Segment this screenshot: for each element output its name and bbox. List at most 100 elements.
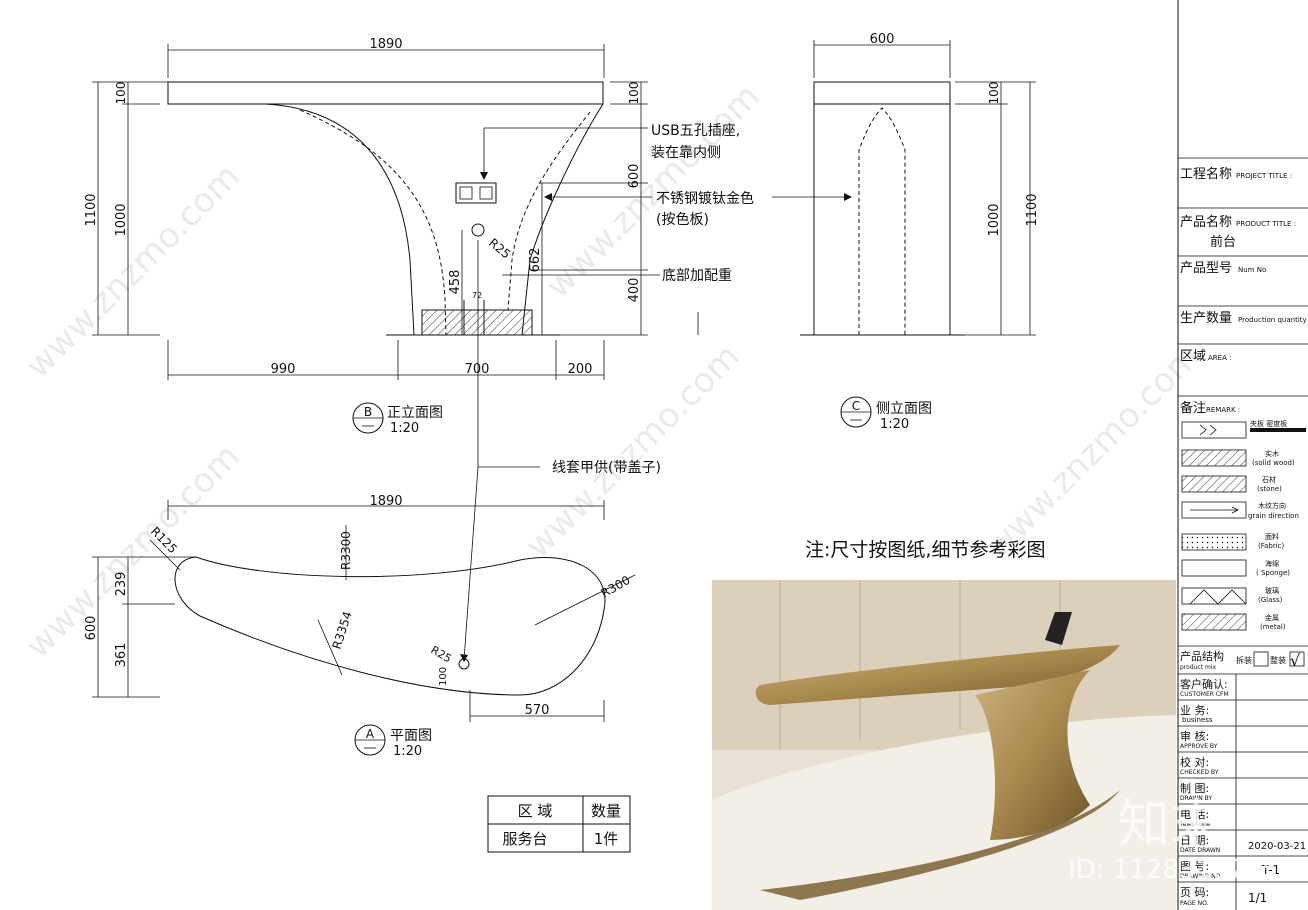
legend-4-en: (Fabric) [1258,542,1285,550]
legend-solidwood-swatch [1181,449,1247,467]
note-usb-2: 装在靠内侧 [651,145,721,161]
area-table-header-qty: 数量 [591,802,621,820]
front-top-slab [167,81,604,105]
front-leg-left-curve [264,103,415,336]
tb-row7-cn: 图 号: [1180,860,1209,873]
legend-stone-swatch [1181,475,1247,493]
front-dim-662: 662 [528,248,543,273]
legend-6-cn: 玻璃 [1265,586,1279,595]
usb-socket-icon [455,182,497,204]
front-dim-1100: 1100 [84,193,99,226]
front-label-title: 正立面图 [387,405,443,421]
front-dim-458: 458 [448,270,463,295]
side-label-scale: 1:20 [880,417,909,432]
tb-row0-cn: 客户确认: [1180,677,1228,691]
front-leg-hidden-right [507,111,591,311]
main-note: 注:尺寸按图纸,细节参考彩图 [805,539,1045,561]
tb-row4-en: DRAWN BY [1180,795,1212,802]
legend-3-cn: 木纹方向 [1258,501,1286,510]
side-dim-100: 100 [987,82,1001,105]
legend-7-cn: 金属 [1265,613,1279,622]
plan-dim-r300: R300 [599,573,633,601]
front-dim-200: 200 [568,362,593,377]
legend-6-en: (Glass) [1258,596,1283,604]
area-table-header-area: 区 域 [518,802,553,820]
front-label-letter: B [364,405,372,419]
plan-label-title: 平面图 [390,728,432,744]
tb-model-cn: 产品型号 [1180,261,1232,276]
tb-structure-en: product mix [1180,664,1216,671]
legend-2-cn: 石材 [1262,475,1276,484]
tb-row4-cn: 制 图: [1180,782,1209,795]
plan-dim-239: 239 [114,572,129,597]
tb-remark-cn: 备注 [1180,400,1206,416]
plan-dim-100: 100 [438,667,449,686]
plan-dim-600: 600 [84,616,99,641]
tb-row1-en: business [1182,716,1213,724]
tb-row7-en: DRAWING NO [1180,873,1221,880]
tb-row0-en: CUSTOMER CFM [1180,691,1229,698]
watermark-logo: 知末 [1118,795,1222,855]
plan-dim-361: 361 [114,643,129,668]
side-dim-1100: 1100 [1025,193,1040,226]
tb-structure-cn: 产品结构 [1180,649,1224,663]
front-label-scale: 1:20 [390,421,419,436]
front-dim-72: 72 [472,291,482,300]
tb-row6-value: 2020-03-21 [1248,841,1306,852]
tb-row3-cn: 校 对: [1180,755,1209,769]
plan-label-scale: 1:20 [393,744,422,759]
legend-5-cn: 海绵 [1265,559,1279,568]
tb-row2-en: APPROVE BY [1180,743,1218,750]
legend-4-cn: 面料 [1265,532,1279,541]
legend-sponge-swatch [1181,559,1247,577]
plan-label-letter: A [366,727,375,741]
photo-counter-top [755,645,1120,705]
photo-shadow [760,790,1120,900]
legend-glass-swatch [1181,587,1247,605]
front-elevation-view: 1890 1100 1000 100 100 [84,37,852,662]
checkbox-knockdown [1253,651,1269,667]
tb-structure-opt2: 整装 [1270,655,1286,665]
area-table: 区 域 数量 服务台 1件 [487,795,631,853]
side-top-slab [813,81,951,105]
tb-qty-cn: 生产数量 [1180,311,1232,326]
legend-1-cn: 实木 [1265,449,1279,458]
watermark-site-4: www.znzmo.com [978,336,1208,566]
watermark-site-3: www.znzmo.com [18,436,248,666]
side-hidden-leg [858,107,906,335]
legend-5-en: ( Sponge) [1256,569,1290,577]
side-label-title: 侧立面图 [876,401,932,417]
side-dim-top: 600 [870,32,895,47]
legend-7-en: (metal) [1260,623,1286,631]
area-table-cell-qty: 1件 [594,830,619,848]
front-dim-100: 100 [114,82,128,105]
legend-fabric-swatch [1181,533,1247,551]
plan-outline [174,556,606,696]
front-counterweight [421,309,533,336]
legend-2-en: (stone) [1257,485,1282,493]
tb-area-en: AREA : [1208,354,1231,362]
tb-row1-cn: 业 务: [1180,704,1209,717]
watermark-site-2: www.znzmo.com [518,336,748,566]
plan-dim-r3300: R3300 [339,531,353,570]
tb-rows: 客户确认: CUSTOMER CFM 业 务: business 审 核: AP… [1178,677,1308,907]
tb-row8-en: PAGE NO. [1180,900,1209,907]
front-dim-r25: R25 [486,236,513,262]
tb-project-en: PROJECT TITLE : [1236,172,1292,180]
plan-dim-r3354: R3354 [330,610,355,651]
leader-cable-sleeve [477,240,540,468]
tb-row2-cn: 审 核: [1180,729,1209,743]
watermark-id: ID: 1128318745 [1068,855,1278,885]
watermark-site-1: www.znzmo.com [18,156,248,386]
reference-photo [712,580,1176,910]
area-table-cell-area: 服务台 [502,830,547,848]
plan-dim-r25: R25 [429,643,454,665]
front-dim-top: 1890 [369,37,402,52]
tb-product-name: 前台 [1210,234,1236,250]
side-label-letter: C [852,399,860,413]
cable-hole-icon [471,223,485,237]
front-dim-600: 600 [627,164,642,189]
tb-row5-en: Telephone [1179,821,1211,828]
legend-1-en: (solid wood) [1252,459,1295,467]
